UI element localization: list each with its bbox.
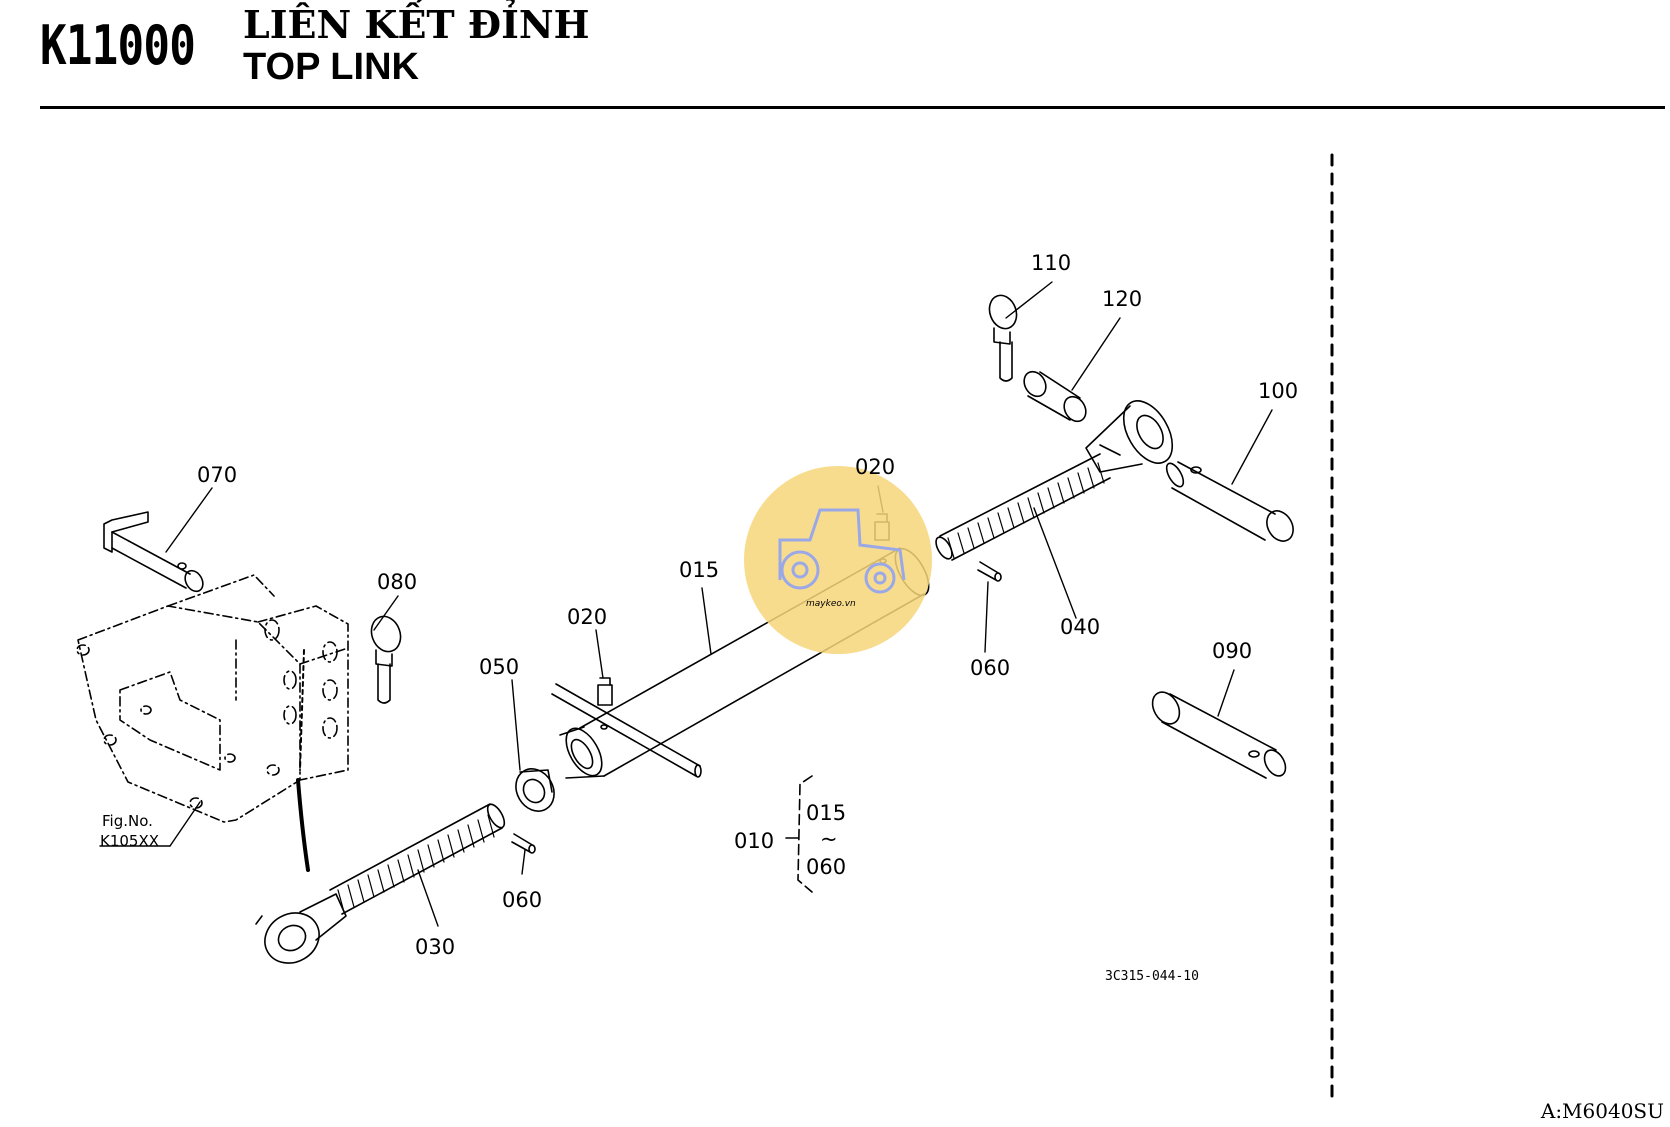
pin-090-drawing	[1151, 691, 1287, 779]
assembly-range-tilde: ~	[820, 827, 838, 851]
callout-040: 040	[1060, 615, 1100, 639]
watermark-text: maykeo.vn	[806, 599, 856, 609]
pin-070-drawing	[103, 511, 204, 593]
assembly-range-start: 015	[806, 801, 846, 825]
watermark-logo: maykeo.vn	[744, 466, 932, 654]
assembly-parent: 010	[734, 829, 774, 853]
callout-015: 015	[679, 558, 719, 582]
bracket-center-line	[299, 649, 305, 771]
tractor-icon	[778, 508, 906, 594]
cable-line	[296, 778, 310, 872]
title-vietnamese: LIÊN KẾT ĐỈNH	[243, 2, 590, 47]
callout-120: 120	[1102, 287, 1142, 311]
assembly-bracket	[785, 775, 813, 893]
callout-090: 090	[1212, 639, 1252, 663]
leader-lines	[99, 281, 1273, 927]
bushing-120-drawing	[1023, 370, 1087, 423]
callout-070: 070	[197, 463, 237, 487]
callout-080: 080	[377, 570, 417, 594]
callout-030: 030	[415, 935, 455, 959]
fig-ref-number: K105XX	[100, 832, 159, 850]
callout-050: 050	[479, 655, 519, 679]
lynch-pin-110-drawing	[988, 294, 1018, 382]
fig-ref-label: Fig.No.	[102, 812, 153, 830]
model-code: A:M6040SU	[1540, 1099, 1664, 1123]
callout-020-mid: 020	[567, 605, 607, 629]
pin-100-drawing	[1165, 461, 1294, 542]
grease-nipple-020-mid-drawing	[597, 677, 613, 706]
callout-100: 100	[1258, 379, 1298, 403]
rod-end-040-drawing	[935, 400, 1174, 561]
nut-050-drawing	[515, 768, 555, 812]
title-english: TOP LINK	[243, 46, 419, 88]
roll-pin-060-bottom-drawing	[511, 833, 536, 854]
lynch-pin-080-drawing	[370, 615, 402, 704]
callout-110: 110	[1031, 251, 1071, 275]
bracket-reference-drawing	[76, 574, 349, 823]
assembly-range-end: 060	[806, 855, 846, 879]
catalog-code: K11000	[40, 14, 196, 77]
drawing-number: 3C315-044-10	[1105, 969, 1199, 984]
callout-060-right: 060	[970, 656, 1010, 680]
roll-pin-060-right-drawing	[977, 561, 1002, 582]
header-rule	[40, 106, 1665, 109]
rod-end-030-drawing	[255, 803, 506, 964]
callout-060-bottom: 060	[502, 888, 542, 912]
callout-020-top: 020	[855, 455, 895, 479]
